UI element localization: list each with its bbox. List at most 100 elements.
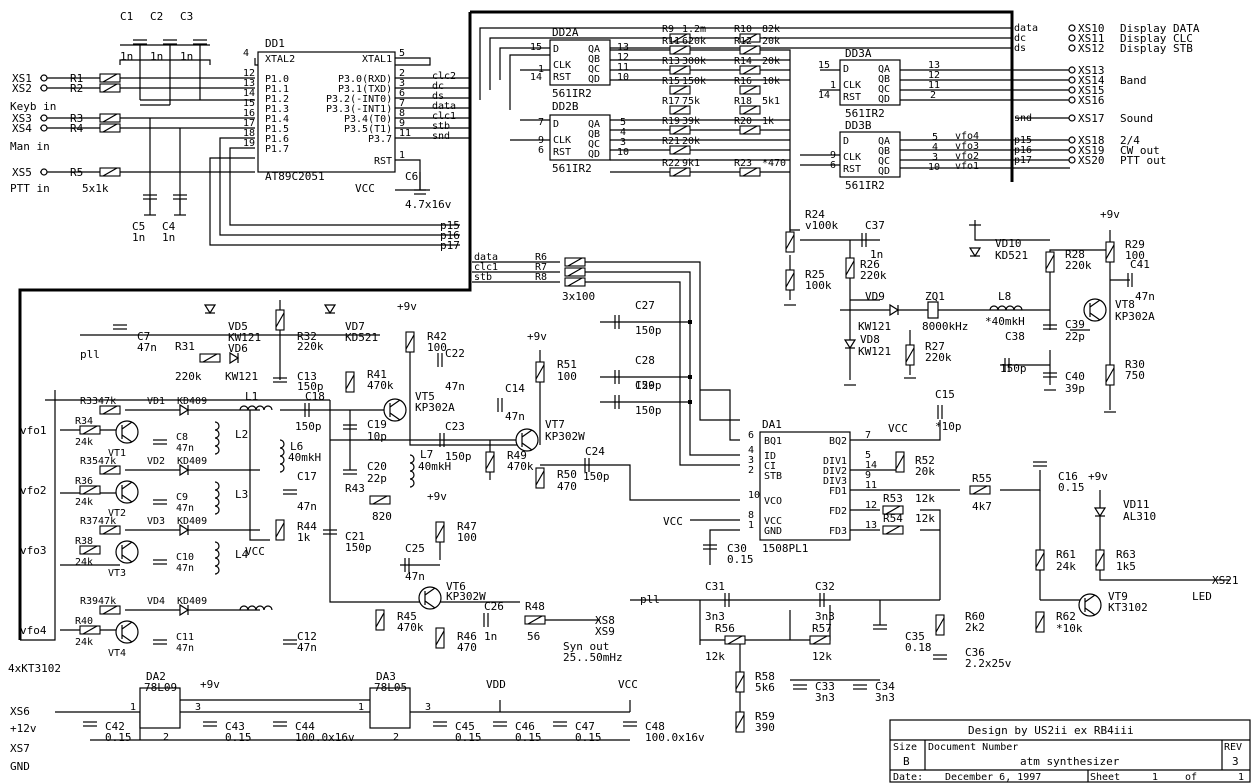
mcu-pin-num: 14 (243, 88, 255, 99)
l1-coil (239, 405, 273, 411)
supply-label: VCC (663, 515, 683, 528)
da1-chip: DA1 1508PL1 6BQ14ID3CI2STB10VCO8VCC1GND7… (748, 418, 877, 555)
gate-label: QA (588, 119, 600, 130)
component-val: 2k2 (965, 621, 985, 634)
mcu-pin-num: 15 (243, 98, 255, 109)
psu-vdd: VDD (486, 678, 506, 691)
of-value: 1 (1238, 772, 1244, 783)
vfo-kd-ref: KD409 (177, 516, 207, 527)
c6-ref: C6 (405, 170, 418, 183)
gate-label: QA (878, 64, 890, 75)
psu-cap-val: 0.15 (105, 731, 132, 744)
mcu-pin-name: P1.0 (265, 74, 289, 85)
component-ref: R24 (805, 208, 825, 221)
da1-pin-name: CI (764, 461, 776, 472)
rev-value: 3 (1232, 755, 1239, 768)
da3-part: 78L05 (374, 681, 407, 694)
component-ref: C26 (484, 600, 504, 613)
gate-label: CLK (553, 135, 571, 146)
component-symbol (203, 304, 217, 315)
vt-type-label: 4xKT3102 (8, 662, 61, 675)
component-val: 0.18 (905, 641, 932, 654)
l7-coil (409, 454, 415, 488)
component-ref: C38 (1005, 330, 1025, 343)
gate-label: D (553, 44, 559, 55)
right-conn-ref: XS18 (1078, 134, 1105, 147)
dd2b-part: 561IR2 (552, 162, 592, 175)
component-ref: R54 (883, 512, 903, 525)
vfo-cap-ref: C10 (176, 552, 194, 563)
component-val: 47n (1135, 290, 1155, 303)
right-conn-desc: Display DATA (1120, 22, 1200, 35)
component-ref: R61 (1056, 548, 1076, 561)
component-ref: R27 (925, 340, 945, 353)
right-net: dc (1014, 33, 1026, 44)
vfo-net-label: vfo2 (20, 484, 47, 497)
dac-resistor-val: 75k (682, 96, 700, 107)
size-value: B (903, 755, 910, 768)
da1-pin-name: ID (764, 451, 776, 462)
component-ref: VD6 (228, 342, 248, 355)
component-ref: C15 (935, 388, 955, 401)
resistor-ref: R1 (70, 72, 83, 85)
component-ref: R50 (557, 468, 577, 481)
component-val: 150p (635, 324, 662, 337)
vfo-bias-label: R3947k (80, 596, 116, 607)
da1-pin-name: BQ2 (829, 436, 847, 447)
pin-num: 12 (928, 70, 940, 81)
psu-cap-ref: C45 (455, 720, 475, 733)
component-symbol (843, 339, 857, 350)
component-ref: C17 (297, 470, 317, 483)
mcu-pins-left: 4XTAL212P1.013P1.114P1.215P1.316P1.417P1… (243, 48, 295, 155)
psu-cap-val: 100.0x16v (645, 731, 705, 744)
da1-pin-num: 11 (865, 480, 877, 491)
pin-num: 3 (620, 137, 626, 148)
component-ref: VD8 (860, 333, 880, 346)
dac-resistor-val: 9k1 (682, 158, 700, 169)
pin-num: 6 (538, 145, 544, 156)
dd3a-part: 561IR2 (845, 107, 885, 120)
dac-resistor-val: 620k (682, 36, 706, 47)
p15-label: p15 (440, 219, 460, 232)
da1-pin-num: 9 (865, 470, 871, 481)
gate-label: QD (878, 94, 890, 105)
mcu-pin-name: P3.1(TXD) (338, 84, 392, 95)
pin-num: 14 (818, 90, 830, 101)
mcu-net-label: stb (432, 121, 450, 132)
vfo-transistor (115, 420, 139, 444)
vfo-vt-ref: VT4 (108, 648, 126, 659)
c4-val: 1n (162, 231, 175, 244)
component-val: *40mkH (985, 315, 1025, 328)
gate-label: QB (588, 129, 600, 140)
component-ref: C34 (875, 680, 895, 693)
ptt-label: PTT in (10, 182, 50, 195)
component-ref: R26 (860, 258, 880, 271)
component-val: 0.15 (1058, 481, 1085, 494)
component-val: 40mkH (418, 460, 451, 473)
cap-ref: C2 (150, 10, 163, 23)
connector-ref: XS9 (595, 625, 615, 638)
gate-label: D (553, 119, 559, 130)
component-val: 100 (457, 531, 477, 544)
component-val: 470k (507, 460, 534, 473)
vfo-coil-ref: L2 (235, 428, 248, 441)
mcu-net-label: snd (432, 131, 450, 142)
connector-ref: XS3 (12, 112, 32, 125)
vfo-cap-ref: C8 (176, 432, 188, 443)
gate-label: QA (878, 136, 890, 147)
keyb-label: Keyb in (10, 100, 56, 113)
mcu-pin-name: P1.3 (265, 104, 289, 115)
vfo-res-val: 24k (75, 497, 93, 508)
da1-pin-num: 10 (748, 490, 760, 501)
dac-resistor-ref: R11 (662, 36, 680, 47)
mcu-net-label: clc2 (432, 71, 456, 82)
component-ref: R46 (457, 630, 477, 643)
component-val: AL310 (1123, 510, 1156, 523)
mcu-pin-num: 17 (243, 118, 255, 129)
gate-label: QC (588, 139, 600, 150)
connector-pin (40, 114, 48, 122)
component-ref: R63 (1116, 548, 1136, 561)
component-val: 1k5 (1116, 560, 1136, 573)
component-ref: C31 (705, 580, 725, 593)
